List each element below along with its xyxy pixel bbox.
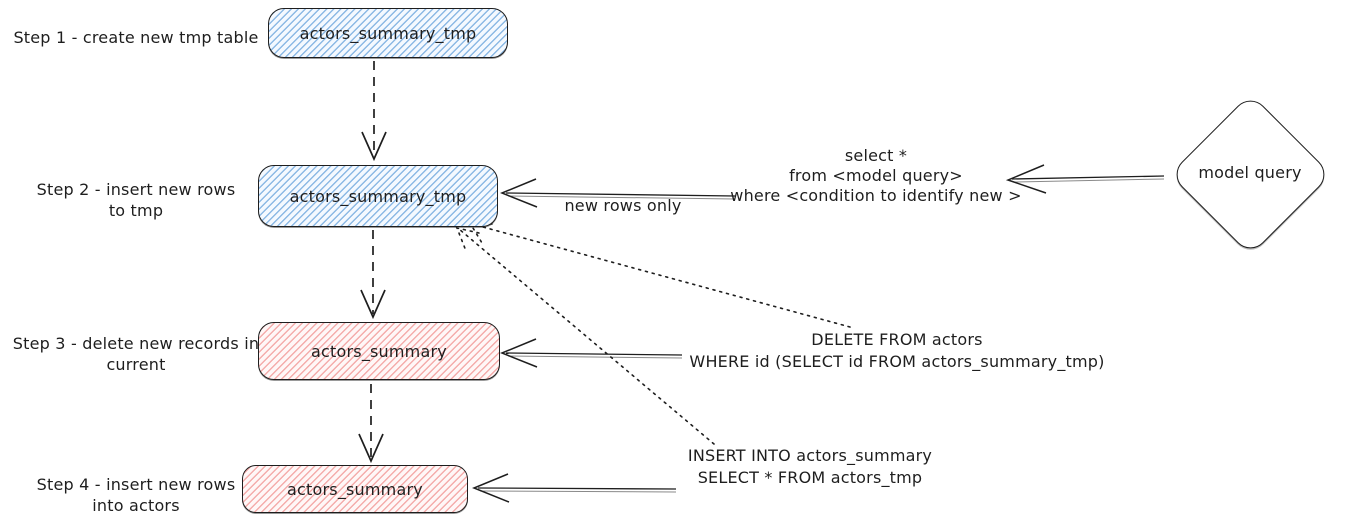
- node-actors-summary-tmp-step1: actors_summary_tmp: [268, 8, 508, 58]
- select-query-line1: select *: [844, 146, 908, 165]
- select-query-line2: from <model query>: [789, 166, 963, 185]
- step2-label-line2: to tmp: [108, 201, 164, 220]
- step1-label-line1: Step 1 - create new tmp table: [13, 28, 259, 47]
- insert-query-line2: SELECT * FROM actors_tmp: [697, 468, 923, 487]
- step3-label-line2: current: [106, 355, 166, 374]
- insert-query-line1: INSERT INTO actors_summary: [687, 446, 933, 465]
- select-query-line3: where <condition to identify new >: [730, 186, 1022, 205]
- step2-label-line1: Step 2 - insert new rows: [36, 180, 236, 199]
- node-label: actors_summary: [287, 479, 423, 499]
- step3-label-line1: Step 3 - delete new records in: [12, 334, 260, 353]
- dotted-link-tmp-to-delete: [468, 222, 851, 328]
- arrow-modelquery-to-select: [1005, 164, 1165, 194]
- step4-label-line1: Step 4 - insert new rows: [36, 475, 236, 494]
- arrow-step3-to-step4: [358, 384, 384, 464]
- node-actors-summary-step4: actors_summary: [242, 465, 468, 513]
- step3-label: Step 3 - delete new records in current: [2, 333, 270, 375]
- step4-label-line2: into actors: [92, 496, 180, 515]
- arrow-insert-to-actors: [472, 473, 677, 503]
- delete-query-line2: WHERE id (SELECT id FROM actors_summary_…: [689, 352, 1105, 371]
- node-actors-summary-tmp-step2: actors_summary_tmp: [258, 165, 498, 227]
- node-label: actors_summary_tmp: [299, 23, 477, 43]
- model-query-label: model query: [1198, 163, 1302, 182]
- select-query-annotation: select * from <model query> where <condi…: [726, 146, 1026, 206]
- step1-label: Step 1 - create new tmp table: [10, 27, 262, 48]
- new-rows-only-label: new rows only: [564, 196, 682, 215]
- arrow-step1-to-step2: [361, 61, 387, 162]
- insert-query-annotation: INSERT INTO actors_summary SELECT * FROM…: [660, 445, 960, 489]
- node-actors-summary-step3: actors_summary: [258, 322, 500, 380]
- arrow-delete-to-current: [500, 338, 683, 368]
- delete-query-line1: DELETE FROM actors: [811, 330, 983, 349]
- node-label: actors_summary: [311, 341, 447, 361]
- arrow-step2-to-step3: [360, 230, 386, 320]
- step4-label: Step 4 - insert new rows into actors: [10, 474, 262, 516]
- delete-query-annotation: DELETE FROM actors WHERE id (SELECT id F…: [677, 329, 1117, 373]
- node-label: actors_summary_tmp: [289, 186, 467, 206]
- step2-label: Step 2 - insert new rows to tmp: [10, 179, 262, 221]
